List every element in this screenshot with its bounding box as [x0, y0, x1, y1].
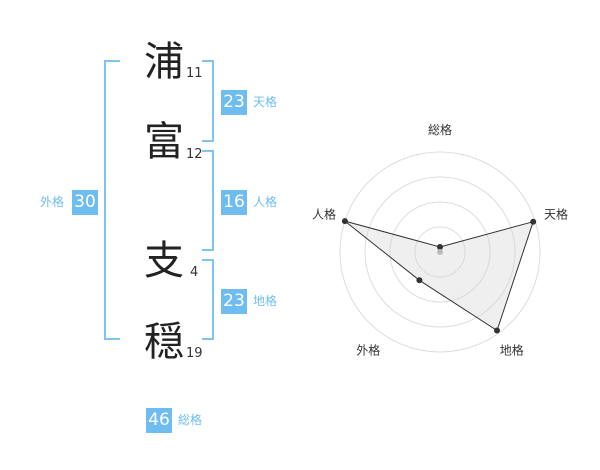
- gaikaku-label: 外格: [40, 195, 65, 209]
- name-char-4: 穏: [144, 319, 184, 365]
- stroke-count-2: 12: [186, 147, 203, 162]
- name-char-2: 富: [144, 119, 184, 165]
- jinkaku-value: 16: [221, 190, 247, 215]
- stroke-count-1: 11: [186, 66, 203, 81]
- radar-point: [437, 244, 443, 250]
- gaikaku-bracket: [104, 60, 120, 340]
- name-char-3: 支: [144, 238, 184, 284]
- radar-ring: [414, 226, 466, 278]
- radar-point: [341, 218, 348, 225]
- radar-axis-label: 天格: [544, 206, 568, 221]
- stroke-count-4: 19: [186, 346, 203, 361]
- radar-ring: [364, 176, 516, 328]
- radar-axis-label: 総格: [428, 122, 452, 137]
- stroke-count-3: 4: [190, 265, 199, 280]
- radar-axis-label: 人格: [312, 206, 336, 221]
- radar-polygon: [344, 220, 534, 332]
- chikaku-value: 23: [221, 289, 247, 314]
- gaikaku-value: 30: [72, 190, 98, 215]
- radar-center: [437, 249, 443, 255]
- jinkaku-bracket: [202, 150, 214, 251]
- chikaku-bracket: [202, 259, 214, 340]
- radar-axis-label: 外格: [356, 343, 380, 358]
- chikaku-label: 地格: [253, 294, 278, 308]
- radar-ring: [389, 201, 491, 303]
- soukaku-label: 総格: [178, 413, 203, 427]
- soukaku-value: 46: [146, 408, 172, 433]
- radar-point: [530, 218, 537, 225]
- tenkaku-label: 天格: [253, 95, 278, 109]
- jinkaku-label: 人格: [253, 195, 278, 209]
- radar-point: [416, 277, 423, 284]
- tenkaku-bracket: [202, 60, 214, 142]
- radar-ring: [339, 151, 541, 353]
- radar-point: [494, 327, 500, 334]
- radar-axis-label: 地格: [500, 343, 524, 358]
- tenkaku-value: 23: [221, 90, 247, 115]
- name-char-1: 浦: [144, 39, 184, 85]
